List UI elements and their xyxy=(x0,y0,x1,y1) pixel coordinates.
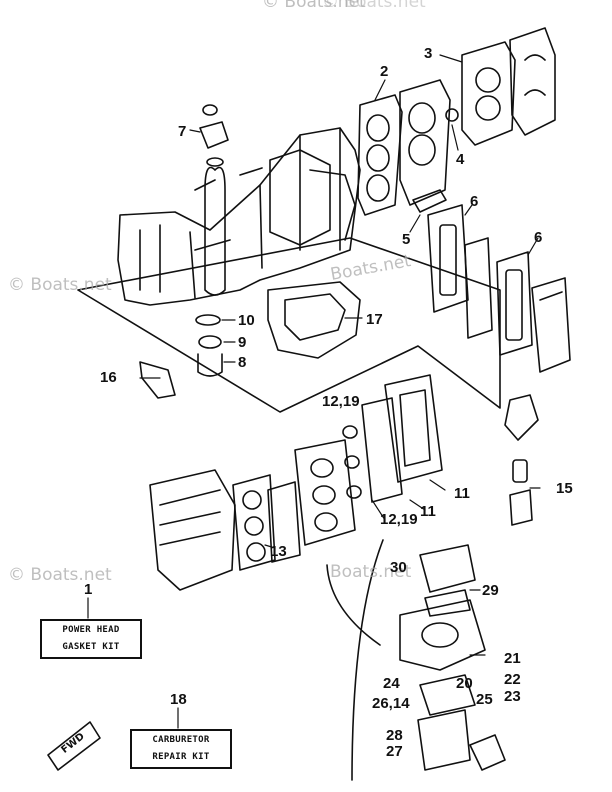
exhaust-inner-cover xyxy=(464,237,493,339)
callout-21: 21 xyxy=(504,650,521,667)
watermark-lower-center: Boats.net xyxy=(330,562,412,582)
callout-leaders xyxy=(87,54,541,729)
cylinder-head xyxy=(399,79,451,206)
part-16 xyxy=(139,361,176,399)
callout-6-a: 6 xyxy=(470,193,479,210)
power-head-dashed-boundary xyxy=(77,237,501,413)
callout-29: 29 xyxy=(482,582,499,599)
callout-2: 2 xyxy=(380,63,389,80)
callout-12-19-top: 12,19 xyxy=(322,393,360,410)
callout-25: 25 xyxy=(476,691,493,708)
watermark-left: © Boats.net xyxy=(8,275,112,295)
power-head-kit-line-1: POWER HEAD xyxy=(62,625,120,635)
carburetor-kit-line-2: REPAIR KIT xyxy=(152,752,210,762)
gasket-7 xyxy=(199,121,229,149)
callout-22: 22 xyxy=(504,671,521,688)
reed-valve-assembly xyxy=(361,374,443,503)
callout-13: 13 xyxy=(270,543,287,560)
watermark-top: © Boats.net xyxy=(262,0,366,12)
callout-6-b: 6 xyxy=(534,229,543,246)
fitting-15 xyxy=(504,394,539,526)
callout-16: 16 xyxy=(100,369,117,386)
callout-5: 5 xyxy=(402,231,411,248)
callout-15: 15 xyxy=(556,480,573,497)
callout-4: 4 xyxy=(456,151,465,168)
intake-silencer xyxy=(149,469,236,591)
callout-1: 1 xyxy=(84,581,93,598)
head-cover-gasket xyxy=(461,41,516,146)
callout-28: 28 xyxy=(386,727,403,744)
manifold-gaskets-13 xyxy=(232,474,301,571)
exhaust-outer-gasket xyxy=(496,251,533,356)
watermark-top-right: © Boats.net xyxy=(322,0,426,12)
base-gasket-17 xyxy=(267,281,361,359)
carburetor-repair-kit-label: CARBURETOR REPAIR KIT xyxy=(130,729,232,769)
cover-gasket-5 xyxy=(412,189,447,213)
carburetor-kit-line-1: CARBURETOR xyxy=(152,735,210,745)
callout-10: 10 xyxy=(238,312,255,329)
callout-20: 20 xyxy=(456,675,473,692)
callout-30: 30 xyxy=(390,559,407,576)
callout-8: 8 xyxy=(238,354,247,371)
carburetor-guide-line xyxy=(326,539,384,781)
callout-11-b: 11 xyxy=(420,503,436,520)
oring-4 xyxy=(445,108,459,122)
watermark-lower-left: © Boats.net xyxy=(8,565,112,585)
callout-7: 7 xyxy=(178,123,187,140)
head-gasket xyxy=(357,94,403,216)
callout-11-a: 11 xyxy=(454,485,470,502)
power-head-gasket-kit-label: POWER HEAD GASKET KIT xyxy=(40,619,142,659)
callout-18: 18 xyxy=(170,691,187,708)
carburetor xyxy=(399,544,506,771)
callout-17: 17 xyxy=(366,311,383,328)
forward-arrow-shape xyxy=(47,721,101,771)
callout-12-19-bottom: 12,19 xyxy=(380,511,418,528)
callout-9: 9 xyxy=(238,334,247,351)
callout-23: 23 xyxy=(504,688,521,705)
callout-27: 27 xyxy=(386,743,403,760)
cap-7 xyxy=(202,104,218,116)
small-gaskets-12-19 xyxy=(342,425,362,499)
exhaust-outer-cover xyxy=(531,277,571,373)
power-head-kit-line-2: GASKET KIT xyxy=(62,642,120,652)
callout-3: 3 xyxy=(424,45,433,62)
exhaust-cover-gasket xyxy=(427,204,469,313)
head-cover xyxy=(509,27,556,136)
cylinder-block xyxy=(117,127,361,306)
oil-seals xyxy=(195,314,223,377)
intake-manifold xyxy=(294,439,356,546)
callout-26-14: 26,14 xyxy=(372,695,410,712)
callout-24: 24 xyxy=(383,675,400,692)
